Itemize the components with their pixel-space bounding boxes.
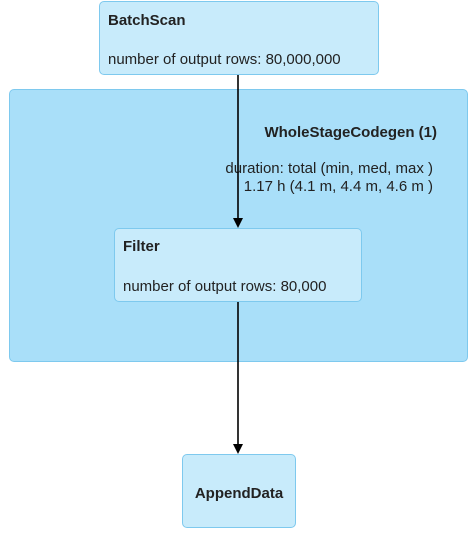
cluster-metrics: duration: total (min, med, max ) 1.17 h … <box>225 160 433 196</box>
wholestagecodegen-cluster[interactable]: WholeStageCodegen (1) duration: total (m… <box>9 89 468 362</box>
appenddata-node[interactable]: AppendData <box>182 454 296 528</box>
appenddata-title: AppendData <box>194 485 284 502</box>
batchscan-node[interactable]: BatchScan number of output rows: 80,000,… <box>99 1 379 75</box>
filter-node[interactable]: Filter number of output rows: 80,000 <box>114 228 362 302</box>
cluster-duration-label: duration: total (min, med, max ) <box>225 160 433 177</box>
filter-title: Filter <box>123 238 160 255</box>
filter-output-rows: number of output rows: 80,000 <box>123 278 327 295</box>
batchscan-title: BatchScan <box>108 12 186 29</box>
batchscan-output-rows: number of output rows: 80,000,000 <box>108 51 341 68</box>
cluster-title: WholeStageCodegen (1) <box>264 124 437 141</box>
cluster-duration-values: 1.17 h (4.1 m, 4.4 m, 4.6 m ) <box>243 178 433 195</box>
